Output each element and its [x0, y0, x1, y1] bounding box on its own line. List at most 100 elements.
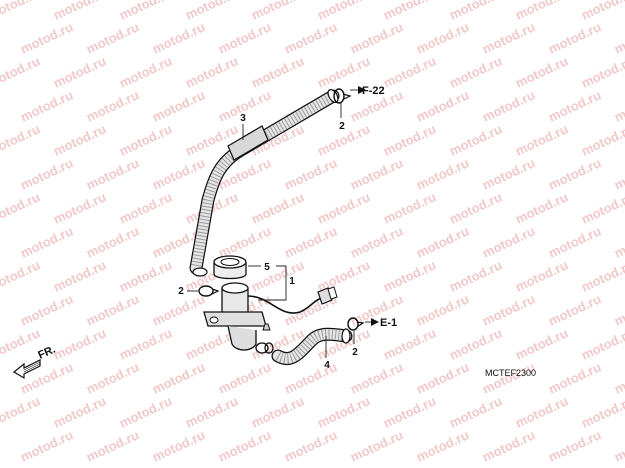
callout-hose-lower: 4 — [324, 360, 330, 371]
watermark-text: motod.ru — [315, 257, 372, 294]
watermark-text: motod.ru — [117, 325, 174, 362]
watermark-text: motod.ru — [612, 19, 625, 56]
clamp-top — [333, 88, 352, 104]
watermark-text: motod.ru — [447, 393, 504, 430]
watermark-text: motod.ru — [447, 121, 504, 158]
ref-top: F-22 — [362, 85, 385, 97]
watermark-text: motod.ru — [0, 53, 42, 90]
watermark-text: motod.ru — [612, 291, 625, 328]
watermark-text: motod.ru — [579, 393, 625, 430]
watermark-text: motod.ru — [117, 0, 174, 23]
clamp-left — [198, 285, 220, 297]
watermark-text: motod.ru — [18, 291, 75, 328]
callout-valve-body: 1 — [289, 276, 295, 287]
watermark-text: motod.ru — [513, 257, 570, 294]
watermark-text: motod.ru — [249, 257, 306, 294]
watermark-text: motod.ru — [18, 19, 75, 56]
watermark-text: motod.ru — [513, 0, 570, 23]
watermark-text: motod.ru — [414, 87, 471, 124]
hose-upper — [189, 89, 340, 277]
watermark-text: motod.ru — [414, 359, 471, 396]
watermark-text: motod.ru — [84, 19, 141, 56]
watermark-text: motod.ru — [414, 291, 471, 328]
watermark-text: motod.ru — [150, 19, 207, 56]
watermark-text: motod.ru — [150, 359, 207, 396]
watermark-text: motod.ru — [381, 393, 438, 430]
watermark-text: motod.ru — [579, 257, 625, 294]
watermark-text: motod.ru — [282, 155, 339, 192]
watermark-text: motod.ru — [117, 393, 174, 430]
watermark-text: motod.ru — [18, 223, 75, 260]
front-label: FR. — [36, 344, 57, 362]
watermark-text: motod.ru — [51, 0, 108, 23]
watermark-text: motod.ru — [414, 155, 471, 192]
watermark-text: motod.ru — [282, 427, 339, 464]
watermark-text: motod.ru — [18, 155, 75, 192]
hose-lower — [271, 327, 353, 366]
watermark-text: motod.ru — [18, 359, 75, 396]
watermark-text: motod.ru — [447, 257, 504, 294]
watermark-text: motod.ru — [183, 0, 240, 23]
watermark-text: motod.ru — [447, 325, 504, 362]
watermark-text: motod.ru — [117, 257, 174, 294]
watermark-text: motod.ru — [51, 121, 108, 158]
callout-valve-cap: 5 — [264, 262, 270, 273]
watermark-text: motod.ru — [183, 53, 240, 90]
watermark-text: motod.ru — [84, 359, 141, 396]
watermark-text: motod.ru — [282, 359, 339, 396]
watermark-text: motod.ru — [513, 393, 570, 430]
watermark-text: motod.ru — [546, 87, 603, 124]
watermark-text: motod.ru — [546, 155, 603, 192]
watermark-text: motod.ru — [0, 189, 42, 226]
watermark-text: motod.ru — [579, 0, 625, 23]
watermark-text: motod.ru — [348, 19, 405, 56]
watermark-text: motod.ru — [381, 53, 438, 90]
watermark-text: motod.ru — [150, 155, 207, 192]
watermark-text: motod.ru — [315, 393, 372, 430]
watermark-text: motod.ru — [51, 393, 108, 430]
watermark-text: motod.ru — [216, 19, 273, 56]
watermark-text: motod.ru — [51, 189, 108, 226]
watermark-text: motod.ru — [480, 19, 537, 56]
watermark-text: motod.ru — [513, 53, 570, 90]
watermark-text: motod.ru — [546, 19, 603, 56]
diagram-code: MCTEF2300 — [485, 368, 536, 378]
valve-cap — [213, 255, 247, 280]
watermark-text: motod.ru — [546, 223, 603, 260]
callout-hose-upper: 3 — [240, 113, 246, 124]
ref-right: E-1 — [380, 317, 397, 329]
watermark-text: motod.ru — [579, 189, 625, 226]
watermark-text: motod.ru — [249, 189, 306, 226]
watermark-text: motod.ru — [216, 223, 273, 260]
callout-clamp-top: 2 — [339, 121, 345, 132]
watermark-text: motod.ru — [447, 53, 504, 90]
watermark-text: motod.ru — [84, 87, 141, 124]
watermark-text: motod.ru — [447, 189, 504, 226]
watermark-text: motod.ru — [0, 393, 42, 430]
watermark-text: motod.ru — [579, 325, 625, 362]
watermark-text: motod.ru — [84, 427, 141, 464]
watermark-text: motod.ru — [546, 427, 603, 464]
callout-clamp-left: 2 — [178, 286, 184, 297]
watermark-text: motod.ru — [0, 121, 42, 158]
watermark-text: motod.ru — [249, 53, 306, 90]
watermark-text: motod.ru — [480, 291, 537, 328]
watermark-text: motod.ru — [0, 0, 42, 23]
watermark-text: motod.ru — [480, 359, 537, 396]
watermark-text: motod.ru — [381, 121, 438, 158]
watermark-text: motod.ru — [150, 427, 207, 464]
watermark-text: motod.ru — [282, 223, 339, 260]
watermark-text: motod.ru — [381, 257, 438, 294]
watermark-text: motod.ru — [612, 223, 625, 260]
watermark-text: motod.ru — [84, 155, 141, 192]
watermark-text: motod.ru — [579, 121, 625, 158]
watermark-text: motod.ru — [414, 19, 471, 56]
watermark-text: motod.ru — [249, 0, 306, 23]
watermark-text: motod.ru — [414, 427, 471, 464]
watermark-text: motod.ru — [579, 53, 625, 90]
watermark-text: motod.ru — [216, 427, 273, 464]
watermark-text: motod.ru — [381, 325, 438, 362]
watermark-text: motod.ru — [117, 53, 174, 90]
watermark-text: motod.ru — [183, 393, 240, 430]
